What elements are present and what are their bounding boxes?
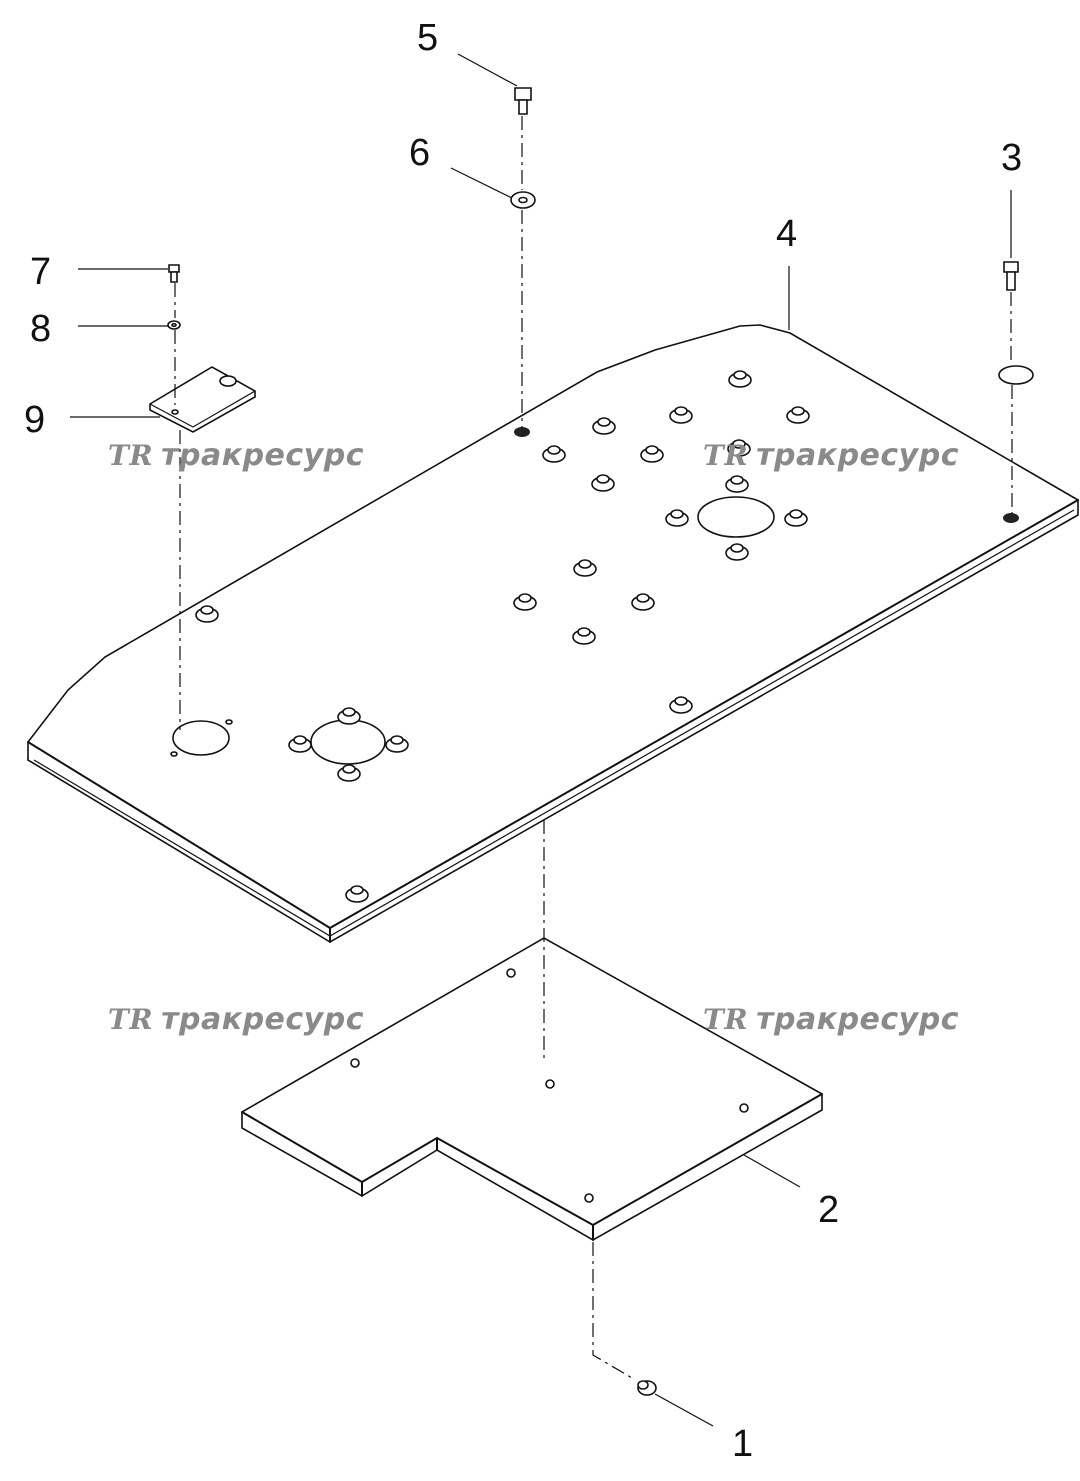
callout-5: 5 [417, 17, 438, 59]
plate-hole-center-left [310, 719, 386, 765]
bolt-part-5 [514, 87, 532, 115]
callout-3: 3 [1001, 137, 1022, 179]
nut-marker [640, 445, 664, 463]
plate-hole-small [225, 719, 233, 725]
nut-marker [631, 593, 655, 611]
nut-marker [572, 627, 596, 645]
plate-nuts [195, 370, 1019, 903]
nut-marker [573, 559, 597, 577]
nut-marker [725, 543, 749, 561]
bolt-part-7 [168, 264, 180, 283]
nut-marker [727, 439, 751, 457]
nut-marker [345, 885, 369, 903]
callout-9: 9 [24, 399, 45, 441]
washer-part-3 [998, 365, 1034, 385]
nut-marker [385, 735, 409, 753]
bolt-hole [1003, 513, 1019, 523]
nut-marker [725, 475, 749, 493]
watermark-text: тракресурс [756, 1002, 959, 1037]
callout-7: 7 [30, 251, 51, 293]
nut-marker [669, 406, 693, 424]
watermark-text: тракресурс [161, 438, 364, 473]
watermark-text: тракресурс [161, 1002, 364, 1037]
plate-hole-left [172, 720, 230, 756]
leader-lines [70, 53, 1012, 1427]
nut-marker [592, 417, 616, 435]
nut-marker [786, 406, 810, 424]
watermark-text: тракресурс [756, 438, 959, 473]
nut-marker [591, 474, 615, 492]
watermark-logo: TR [108, 1003, 154, 1036]
nut-marker [784, 509, 808, 527]
nut-marker [669, 696, 693, 714]
callout-6: 6 [409, 132, 430, 174]
nut-marker [288, 735, 312, 753]
top-plate-part-4 [27, 324, 1079, 943]
callout-2: 2 [818, 1189, 839, 1231]
callout-1: 1 [732, 1423, 753, 1465]
nut-marker [542, 445, 566, 463]
pad-part-2 [241, 937, 823, 1241]
nut-marker [337, 707, 361, 725]
washer-part-6 [510, 191, 536, 209]
watermark-logo: TR [108, 439, 154, 472]
watermark-logo: TR [703, 1003, 749, 1036]
plug-part-1 [637, 1380, 657, 1396]
washer-part-8 [167, 320, 181, 330]
assembly-center-lines [174, 116, 1013, 1379]
callout-8: 8 [30, 308, 51, 350]
plate-hole-right [697, 496, 775, 538]
nut-marker [513, 593, 537, 611]
nut-marker [195, 605, 219, 623]
nut-marker [337, 764, 361, 782]
callout-4: 4 [776, 213, 797, 255]
bolt-hole [514, 427, 530, 437]
nut-marker [665, 509, 689, 527]
plate-hole-small [170, 751, 178, 757]
nut-marker [728, 370, 752, 388]
watermark-logo: TR [703, 439, 749, 472]
cover-plate-part-9 [149, 366, 256, 433]
bolt-part-3 [1003, 261, 1019, 291]
